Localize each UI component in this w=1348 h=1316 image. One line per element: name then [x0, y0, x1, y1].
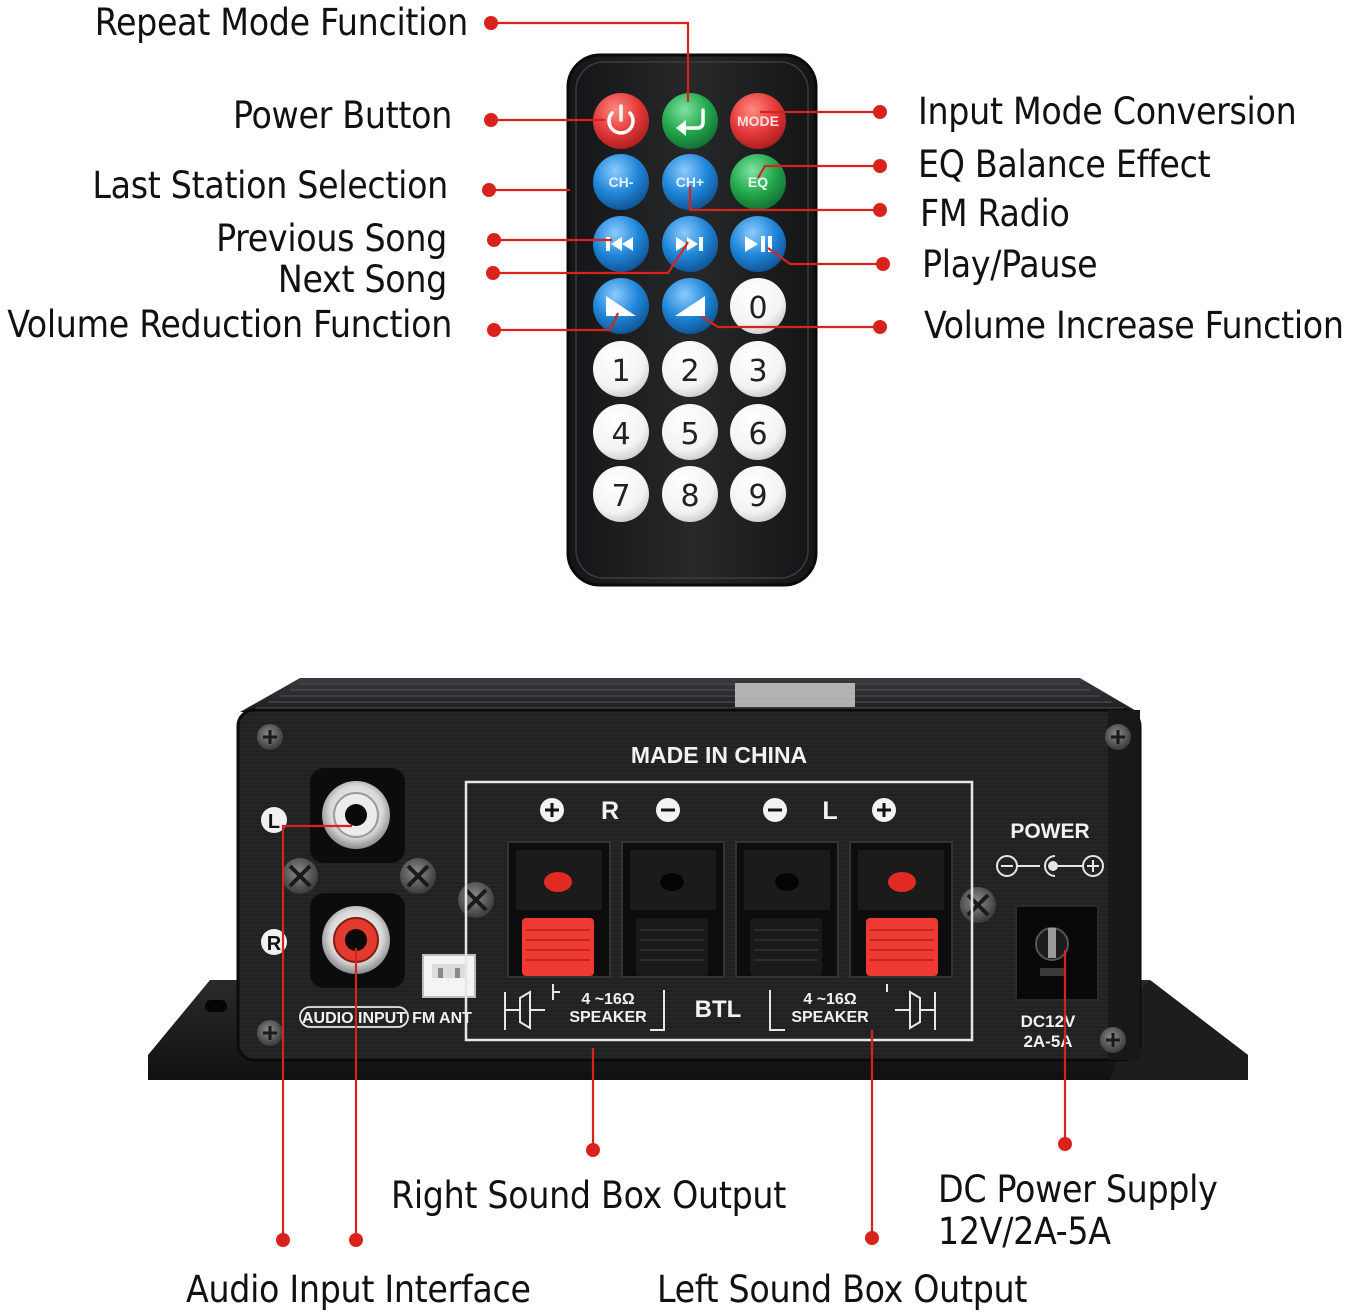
channel-r-label: R [601, 797, 619, 825]
digit-8-label: 8 [680, 479, 699, 514]
eq-button[interactable] [730, 154, 786, 210]
digit-1-label: 1 [611, 354, 630, 389]
rca-jack-right[interactable] [310, 893, 405, 988]
repeat-icon[interactable] [662, 93, 718, 149]
digit-6-button[interactable] [730, 404, 786, 460]
digit-6-label: 6 [748, 417, 767, 452]
label-volume-increase: Volume Increase Function [924, 304, 1344, 347]
label-input-mode: Input Mode Conversion [918, 90, 1297, 133]
callout-dots [276, 16, 1072, 1247]
rca-r-badge [261, 929, 287, 955]
label-eq-balance: EQ Balance Effect [918, 143, 1211, 186]
digit-2-label: 2 [680, 354, 699, 389]
fm-ant-label: FM ANT [412, 1010, 472, 1027]
rca-r-label: R [267, 933, 282, 955]
label-last-station: Last Station Selection [92, 164, 448, 207]
screw-icons [257, 724, 1131, 1053]
digit-1-button[interactable] [593, 341, 649, 397]
digit-5-button[interactable] [662, 404, 718, 460]
callout-audio-input-l [281, 824, 352, 1240]
callout-next [493, 241, 689, 275]
amplifier: L R AUDIO INPUT FM ANT MADE IN CHINA R L [148, 678, 1248, 1080]
callout-fm [688, 186, 880, 212]
label-volume-reduction: Volume Reduction Function [7, 303, 452, 346]
speaker-ohm-left: 4 ~16Ω [803, 991, 856, 1008]
speaker-schematic [504, 984, 936, 1031]
digit-4-label: 4 [611, 417, 630, 452]
callout-eq [757, 164, 880, 179]
label-right-sound-box: Right Sound Box Output [391, 1174, 786, 1217]
digit-5-label: 5 [680, 417, 699, 452]
label-dc-power-rating: 12V/2A-5A [938, 1210, 1111, 1253]
polarity-symbols [540, 798, 896, 822]
label-repeat-mode: Repeat Mode Funcition [94, 1, 469, 44]
rca-jack-left[interactable] [310, 768, 405, 863]
digit-0-button[interactable] [730, 278, 786, 334]
made-in-label: MADE IN CHINA [631, 742, 807, 768]
ch-plus-label: CH+ [676, 174, 704, 190]
power-panel-label: POWER [1010, 820, 1089, 843]
play-pause-icon [745, 236, 758, 252]
next-icon [676, 237, 687, 251]
label-power-button: Power Button [233, 94, 452, 137]
digit-7-label: 7 [611, 479, 630, 514]
speaker-left-label: SPEAKER [791, 1009, 869, 1026]
speaker-frame [464, 780, 974, 1042]
volume-down-icon [606, 296, 636, 316]
volume-up-icon [675, 296, 705, 316]
label-dc-power-supply: DC Power Supply [938, 1168, 1218, 1211]
label-play-pause: Play/Pause [922, 243, 1098, 286]
dc-rating-line2: 2A-5A [1023, 1032, 1072, 1051]
callout-volume-down [494, 312, 619, 332]
speaker-right-label: SPEAKER [569, 1009, 647, 1026]
digit-7-button[interactable] [593, 466, 649, 522]
digit-4-button[interactable] [593, 404, 649, 460]
digit-8-button[interactable] [662, 466, 718, 522]
rca-l-label: L [268, 811, 280, 833]
channel-l-label: L [822, 797, 837, 825]
label-left-sound-box: Left Sound Box Output [657, 1268, 1028, 1311]
digit-9-button[interactable] [730, 466, 786, 522]
previous-icon [606, 237, 610, 251]
rca-l-badge [261, 807, 287, 833]
callout-volume-up [701, 316, 880, 329]
digit-3-label: 3 [748, 354, 767, 389]
dc-polarity-icon [996, 855, 1104, 877]
remote-control: MODE CH- CH+ EQ 0 1 2 3 [566, 53, 818, 587]
ch-minus-label: CH- [609, 174, 634, 190]
eq-label: EQ [748, 174, 768, 190]
digit-0-label: 0 [748, 291, 767, 326]
ch-plus-button[interactable] [662, 154, 718, 210]
digit-2-button[interactable] [662, 341, 718, 397]
digit-9-label: 9 [748, 479, 767, 514]
mode-button[interactable] [730, 93, 786, 149]
dc-power-jack[interactable] [1015, 905, 1099, 1001]
speaker-ohm-right: 4 ~16Ω [581, 991, 634, 1008]
mode-button-label: MODE [737, 113, 779, 129]
digit-3-button[interactable] [730, 341, 786, 397]
ch-minus-button[interactable] [593, 154, 649, 210]
dc-rating-line1: DC12V [1021, 1012, 1076, 1031]
btl-label: BTL [695, 996, 742, 1023]
label-audio-input: Audio Input Interface [186, 1268, 531, 1311]
callout-lines [281, 21, 1067, 1240]
audio-input-panel-label: AUDIO INPUT [302, 1010, 406, 1027]
callout-play-pause [767, 247, 883, 266]
heatsink-top [240, 678, 1138, 712]
label-next-song: Next Song [277, 258, 447, 301]
label-previous-song: Previous Song [216, 217, 447, 260]
speaker-terminals[interactable] [507, 841, 953, 978]
callout-repeat [492, 21, 690, 102]
label-fm-radio: FM Radio [920, 192, 1070, 235]
